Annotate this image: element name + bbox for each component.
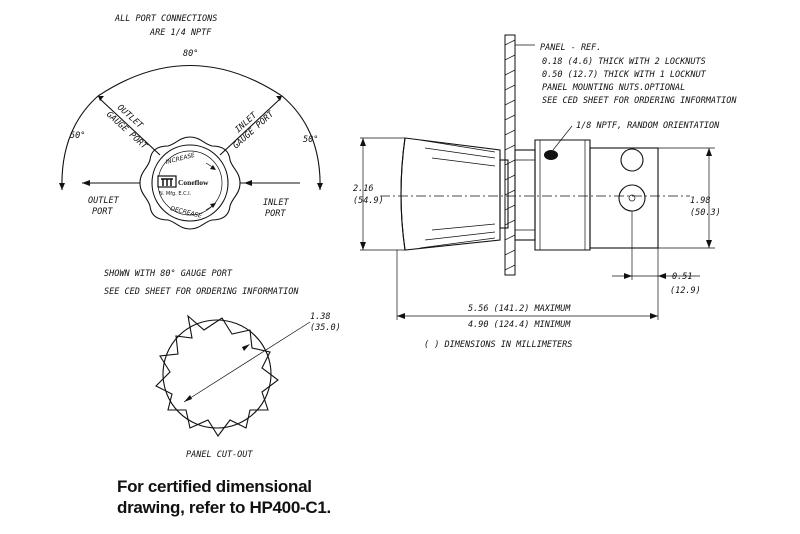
cutout-dia-mm: (35.0) bbox=[310, 323, 341, 333]
angle-arc-top bbox=[97, 65, 283, 97]
outlet-port-label1: OUTLET bbox=[88, 196, 120, 206]
knob-ring bbox=[151, 144, 229, 222]
angle-label-right: 50° bbox=[303, 135, 318, 145]
dim-min: 4.90 (124.4) MINIMUM bbox=[468, 320, 571, 330]
units-note: ( ) DIMENSIONS IN MILLIMETERS bbox=[424, 340, 572, 350]
arrowhead bbox=[706, 148, 712, 156]
arrowhead bbox=[624, 273, 632, 279]
arrowhead bbox=[242, 344, 250, 351]
outlet-port-label2: PORT bbox=[92, 207, 113, 217]
arrowhead bbox=[397, 313, 405, 319]
port-note-line1: ALL PORT CONNECTIONS bbox=[114, 14, 217, 24]
logo-brand: Coneflow bbox=[178, 178, 209, 187]
note-line2: drawing, refer to HP400-C1. bbox=[117, 498, 331, 517]
dia-right-value: 1.98 bbox=[690, 196, 710, 206]
arrowhead bbox=[184, 395, 192, 402]
stem-collar bbox=[499, 159, 509, 229]
angle-label-top: 80° bbox=[183, 49, 198, 59]
panel-cutout-view: 1.38 (35.0) PANEL CUT-OUT bbox=[155, 312, 341, 460]
arrowhead bbox=[98, 96, 104, 101]
increase-label: INCREASE bbox=[165, 152, 196, 166]
certified-drawing-note: For certified dimensional drawing, refer… bbox=[117, 476, 457, 518]
angle-arc-right bbox=[281, 95, 321, 191]
arrowhead bbox=[360, 138, 366, 146]
dia-right-mm: (50.3) bbox=[690, 208, 721, 218]
angle-label-left: 50° bbox=[70, 131, 85, 141]
cutout-dia-value: 1.38 bbox=[310, 312, 330, 322]
nptf-port bbox=[544, 150, 558, 160]
cutout-outline bbox=[155, 314, 279, 437]
locknut bbox=[514, 149, 536, 241]
arrowhead bbox=[658, 273, 666, 279]
dim-0-51-value: 0.51 bbox=[672, 272, 692, 282]
inlet-port bbox=[618, 184, 646, 212]
front-view: ALL PORT CONNECTIONS ARE 1/4 NPTF 80° 50… bbox=[59, 14, 323, 297]
knob-outline bbox=[139, 136, 241, 230]
inlet-port-label1: INLET bbox=[263, 198, 289, 208]
panel-hatch bbox=[504, 39, 516, 271]
dia-left-value: 2.16 bbox=[353, 184, 373, 194]
panel-ref-line1: PANEL - REF. bbox=[540, 43, 601, 53]
arrowhead bbox=[210, 165, 216, 170]
cutout-diameter-line bbox=[183, 321, 311, 403]
arrowhead bbox=[82, 180, 90, 186]
knob-flutes bbox=[419, 139, 496, 249]
inlet-gauge-line bbox=[219, 98, 281, 156]
shown-note-line1: SHOWN WITH 80° GAUGE PORT bbox=[104, 269, 233, 279]
nptf-note: 1/8 NPTF, RANDOM ORIENTATION bbox=[576, 121, 720, 131]
arrowhead bbox=[276, 96, 282, 101]
logo-sub: N. Mfg. E.C.I. bbox=[159, 191, 192, 197]
side-view: PANEL - REF. 0.18 (4.6) THICK WITH 2 LOC… bbox=[353, 34, 737, 350]
angle-arc-left bbox=[61, 95, 99, 191]
arrowhead bbox=[59, 183, 65, 190]
panel-cutout-label: PANEL CUT-OUT bbox=[186, 450, 253, 460]
inlet-port-label2: PORT bbox=[265, 209, 286, 219]
nptf-leader bbox=[552, 125, 573, 151]
brand-logo: Coneflow N. Mfg. E.C.I. bbox=[157, 175, 209, 197]
bonnet-edges bbox=[539, 140, 586, 250]
panel-ref-line4: PANEL MOUNTING NUTS.OPTIONAL bbox=[542, 83, 685, 93]
cutout-circle bbox=[162, 319, 272, 429]
gauge-port bbox=[620, 148, 644, 172]
panel-ref-line5: SEE CED SHEET FOR ORDERING INFORMATION bbox=[542, 96, 737, 106]
inlet-port-center bbox=[628, 194, 636, 202]
outlet-gauge-line bbox=[99, 98, 161, 156]
arrowhead bbox=[360, 242, 366, 250]
bonnet bbox=[534, 139, 591, 251]
dim-max: 5.56 (141.2) MAXIMUM bbox=[468, 304, 571, 314]
arrowhead bbox=[650, 313, 658, 319]
shown-note-line2: SEE CED SHEET FOR ORDERING INFORMATION bbox=[104, 287, 299, 297]
panel-ref-line3: 0.50 (12.7) THICK WITH 1 LOCKNUT bbox=[542, 70, 707, 80]
regulator-body bbox=[589, 147, 659, 249]
arrowhead bbox=[317, 183, 323, 190]
knob-face bbox=[400, 137, 406, 251]
arrowhead bbox=[244, 180, 252, 186]
dia-left-mm: (54.9) bbox=[353, 196, 384, 206]
note-line1: For certified dimensional bbox=[117, 477, 312, 496]
panel-ref-line2: 0.18 (4.6) THICK WITH 2 LOCKNUTS bbox=[542, 57, 706, 67]
port-note-line2: ARE 1/4 NPTF bbox=[149, 28, 212, 38]
arrowhead bbox=[706, 240, 712, 248]
dim-0-51-mm: (12.9) bbox=[670, 286, 701, 296]
arrowhead bbox=[210, 203, 216, 208]
